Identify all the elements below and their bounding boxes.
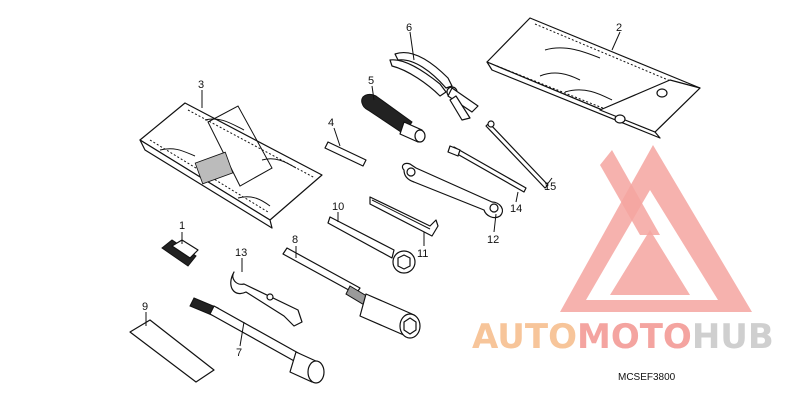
label-part-1: 1 xyxy=(179,220,185,232)
label-part-13: 13 xyxy=(235,247,247,259)
part-13-open-wrench xyxy=(230,271,303,327)
label-part-7: 7 xyxy=(236,347,242,359)
part-1-clip xyxy=(161,239,199,267)
watermark-text-auto: AUTOMOTOHUB xyxy=(472,317,774,357)
label-part-11: 11 xyxy=(417,248,428,260)
watermark-hub: HUB xyxy=(692,317,774,357)
label-part-9: 9 xyxy=(142,301,148,313)
part-6-pliers xyxy=(389,52,479,121)
part-labels: 1 2 3 4 5 6 7 8 9 10 11 12 13 14 15 xyxy=(142,22,622,359)
part-9-strap xyxy=(129,319,215,383)
watermark-triangle-cut xyxy=(600,150,660,235)
part-4-bit xyxy=(324,141,367,167)
part-11-hex-key xyxy=(369,196,439,237)
label-part-12: 12 xyxy=(487,234,499,246)
part-2-tool-bag xyxy=(486,17,701,139)
label-part-2: 2 xyxy=(616,22,622,34)
label-part-6: 6 xyxy=(406,22,412,34)
label-part-4: 4 xyxy=(328,117,334,129)
label-part-15: 15 xyxy=(544,181,556,193)
label-part-5: 5 xyxy=(368,75,374,87)
watermark-triangle-core xyxy=(610,230,690,295)
part-14-shaft xyxy=(447,145,527,193)
diagram-code: MCSEF3800 xyxy=(618,372,676,383)
watermark-logo: AUTOMOTOHUB xyxy=(472,145,774,357)
watermark-moto: MOTO xyxy=(577,317,692,357)
watermark-auto: AUTO xyxy=(472,317,577,357)
label-part-3: 3 xyxy=(198,79,204,91)
part-5-screwdriver xyxy=(361,93,426,143)
part-10-box-wrench xyxy=(327,216,416,274)
part-12-spanner xyxy=(401,162,504,219)
part-7-plug-wrench xyxy=(189,297,325,384)
label-part-10: 10 xyxy=(332,201,344,213)
label-part-14: 14 xyxy=(510,203,522,215)
leader-lines xyxy=(145,31,621,347)
part-8-socket-wrench xyxy=(282,247,421,339)
part-3-tool-roll xyxy=(139,102,323,229)
label-part-8: 8 xyxy=(292,234,298,246)
part-15-bar xyxy=(485,120,549,189)
